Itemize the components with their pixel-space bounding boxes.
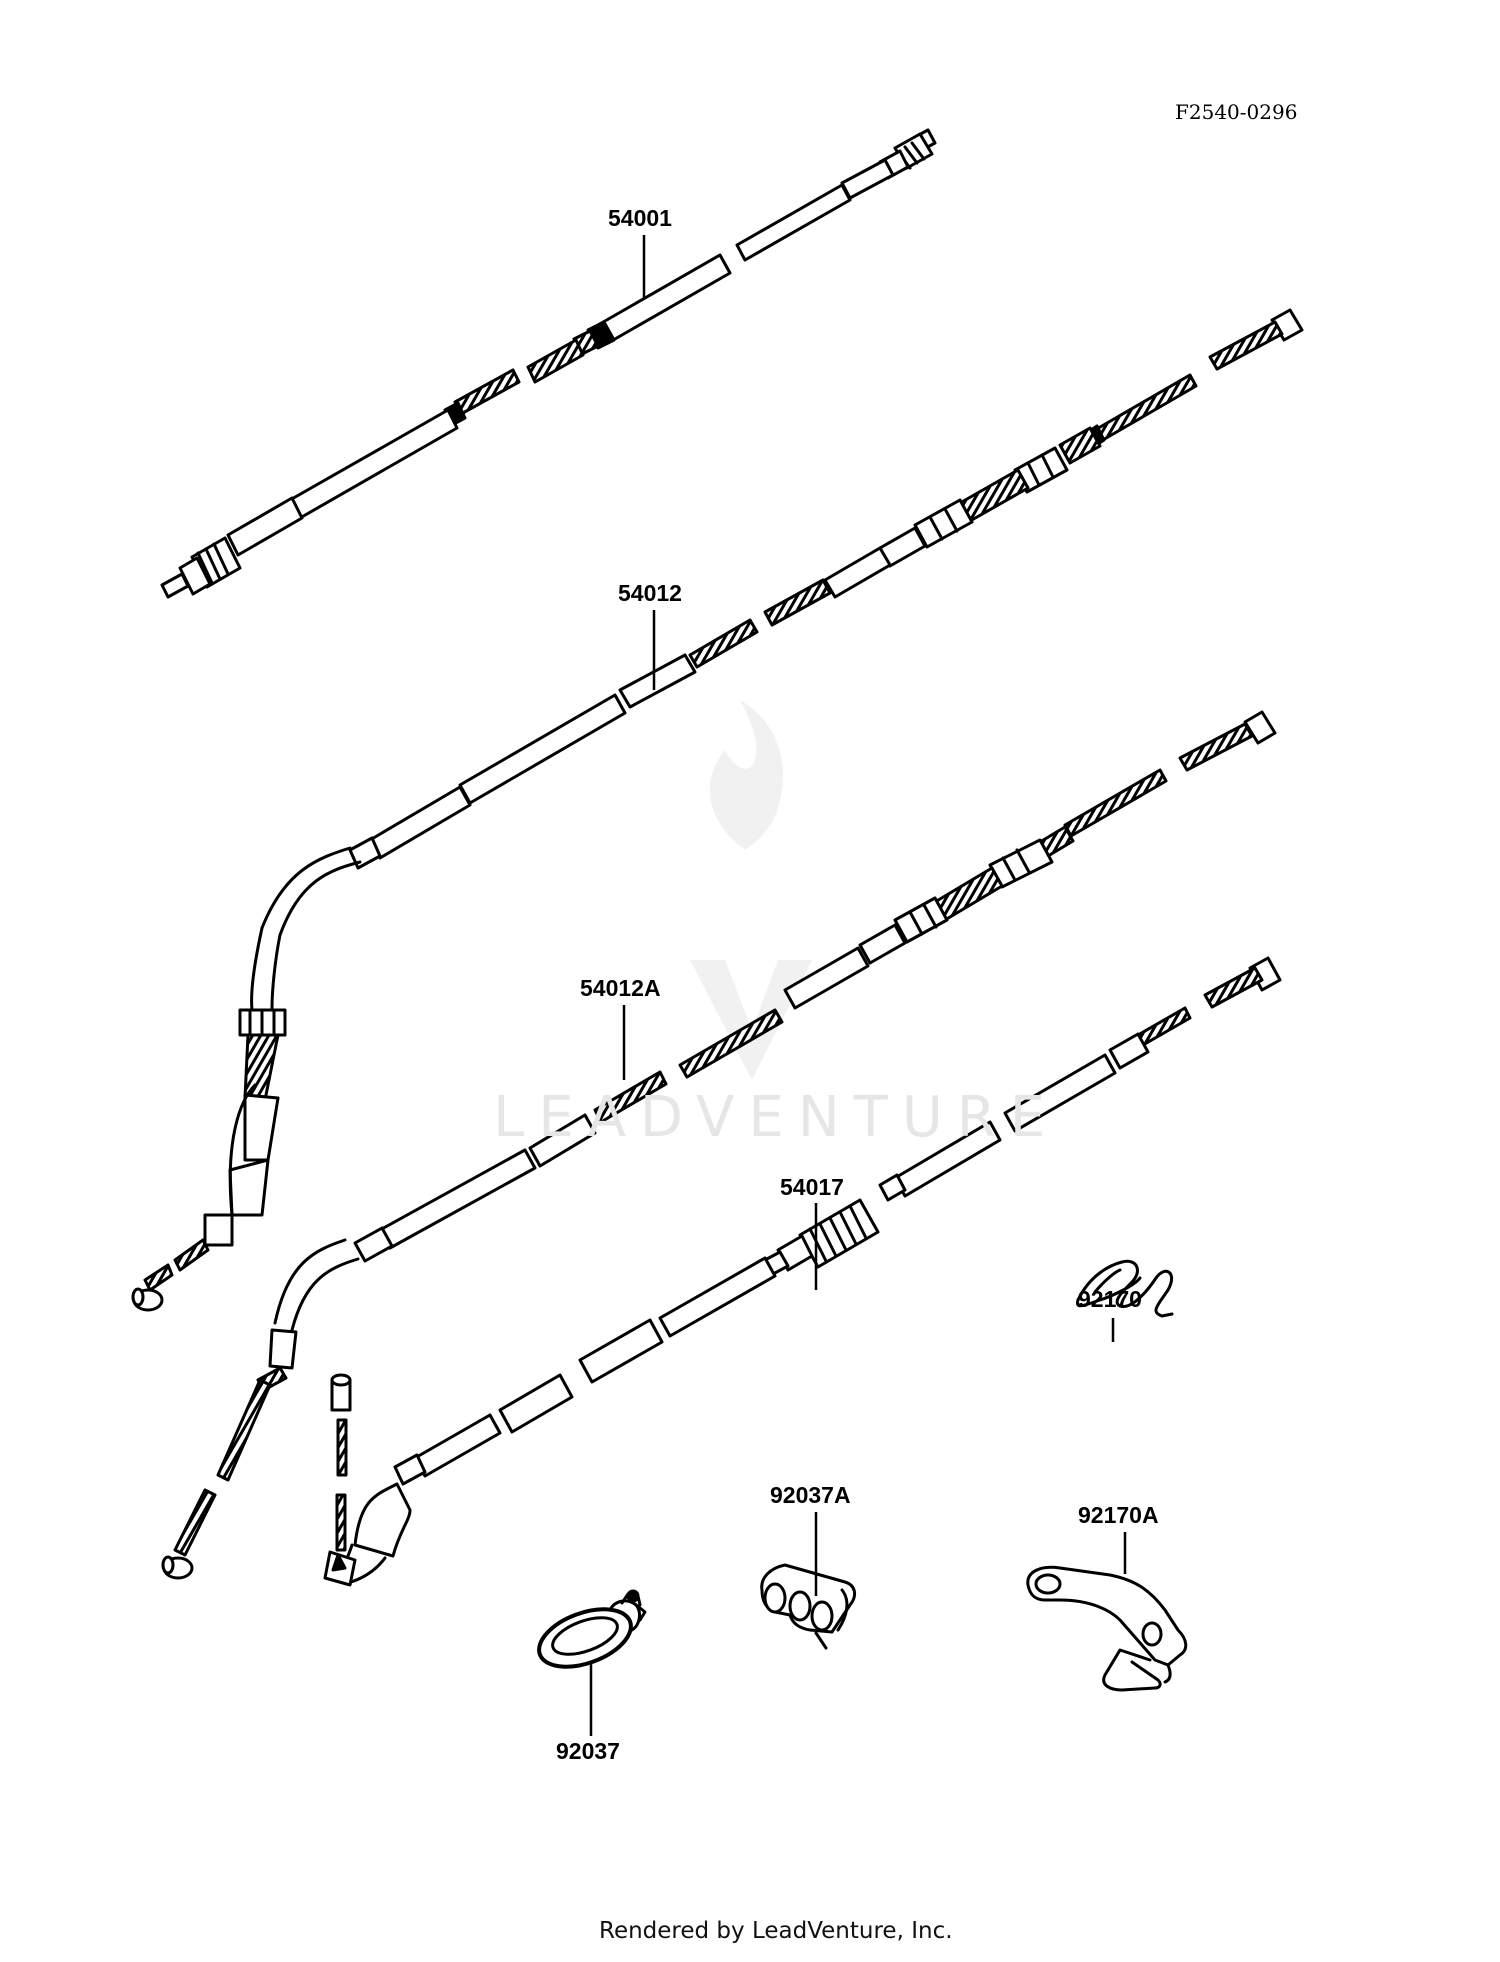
part-label-92037[interactable]: 92037 [556,1738,620,1764]
cable-54001 [160,128,937,599]
clip-92170 [1075,1259,1174,1318]
leader-lines [589,235,1127,1736]
bracket-92170A [1026,1565,1188,1692]
cable-54017 [323,956,1282,1587]
watermark-text: LEADVENTURE [493,1085,1060,1150]
footer-credit: Rendered by LeadVenture, Inc. [599,1918,953,1944]
cable-54012 [131,308,1304,1312]
watermark-logo [690,700,812,1080]
part-label-92170[interactable]: 92170 [1078,1286,1142,1312]
cable-54012A [161,710,1277,1580]
diagram-ref-code: F2540-0296 [1175,100,1298,124]
part-label-92170A[interactable]: 92170A [1078,1502,1159,1528]
part-label-92037A[interactable]: 92037A [770,1482,851,1508]
part-label-54012A[interactable]: 54012A [580,975,661,1001]
clamp-92037A [760,1563,857,1650]
part-label-54017[interactable]: 54017 [780,1174,844,1200]
part-label-54001[interactable]: 54001 [608,205,672,231]
grommet-92037 [537,1589,647,1669]
part-label-54012[interactable]: 54012 [618,580,682,606]
